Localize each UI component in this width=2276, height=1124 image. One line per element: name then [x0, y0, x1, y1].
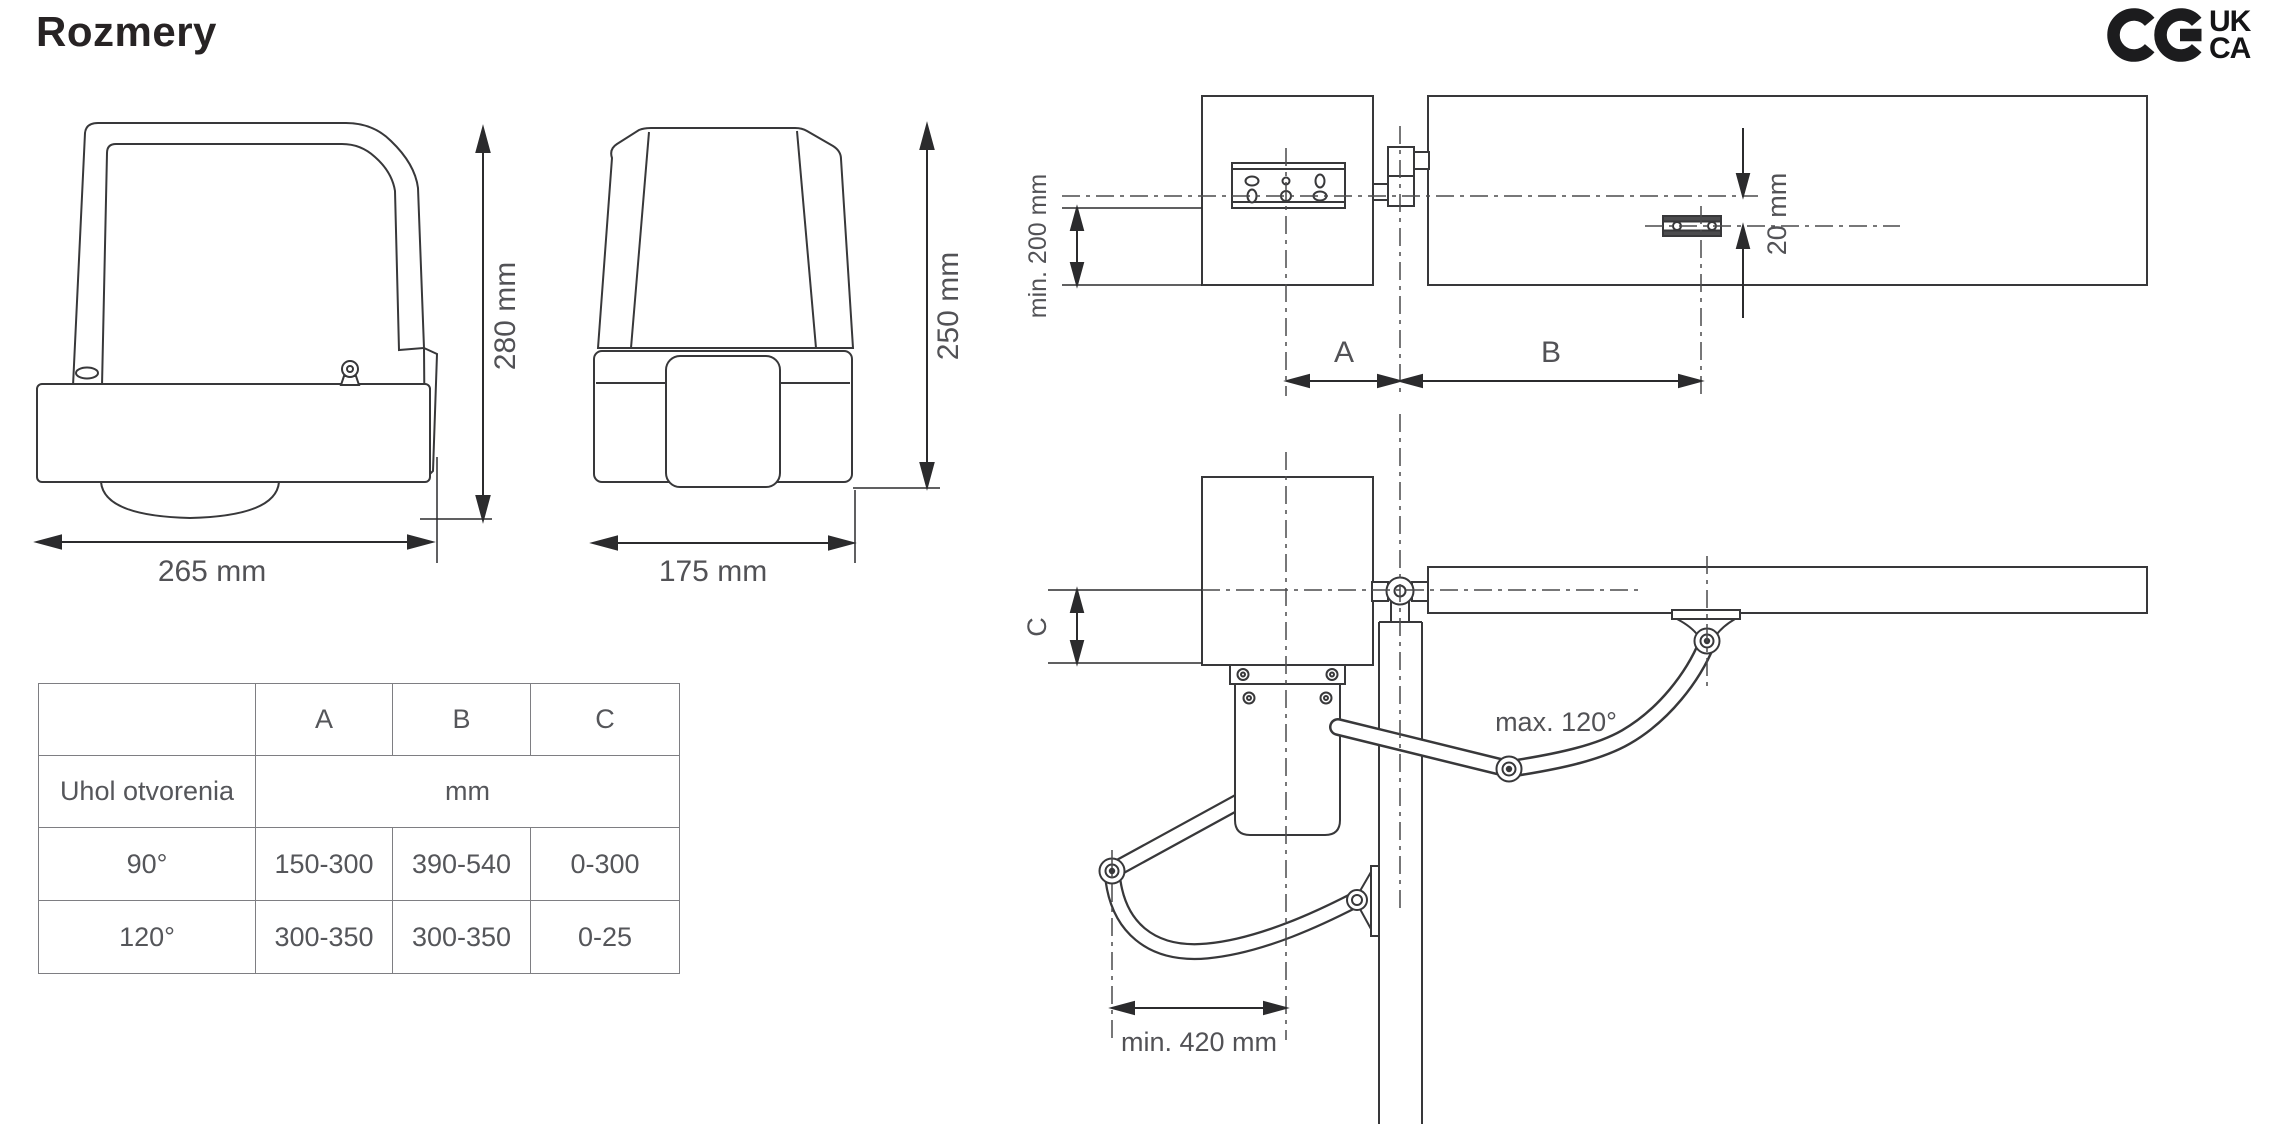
opening-angle-table: A B C Uhol otvorenia mm 90° 150-300 390-…	[38, 683, 680, 974]
value-cell: 150-300	[255, 827, 393, 901]
page-title: Rozmery	[36, 8, 217, 55]
gate-leaf-top-view	[1427, 95, 2148, 286]
gate-bracket-offset-label: 20 mm	[1762, 173, 1792, 256]
arm-open-position	[1329, 634, 1716, 778]
front-width-label: 175 mm	[659, 555, 767, 588]
motor-body	[1234, 683, 1341, 836]
front-view-drawing	[593, 127, 855, 488]
table-row: 90° 150-300 390-540 0-300	[38, 827, 680, 901]
front-height-label: 250 mm	[932, 252, 965, 360]
hinge-top-view	[1387, 146, 1415, 177]
cover-shell	[596, 127, 855, 349]
table-unit-row: Uhol otvorenia mm	[38, 755, 680, 828]
side-view-dimensions	[33, 124, 492, 563]
body-slab	[36, 383, 431, 483]
value-cell: 390-540	[392, 827, 531, 901]
ukca-line1: UK	[2209, 5, 2251, 38]
ukca-mark: UK CA	[2209, 5, 2251, 65]
dim-b-label: B	[1541, 336, 1561, 369]
installation-top-view	[1201, 95, 2148, 286]
ukca-line2: CA	[2209, 32, 2251, 65]
beam-bracket	[1671, 609, 1741, 620]
release-door	[665, 355, 781, 488]
value-cell: 300-350	[392, 900, 531, 974]
angle-cell: 120°	[38, 900, 256, 974]
motor-unit-elevation	[1229, 664, 1346, 836]
front-view-dimensions	[589, 121, 940, 563]
pillar-elevation	[1201, 476, 1374, 666]
top-view-centerlines	[1062, 126, 1900, 396]
ce-mark-icon	[2107, 8, 2202, 62]
table-unit-cell: mm	[255, 755, 680, 828]
wall-offset-label: min. 200 mm	[1024, 174, 1052, 318]
value-cell: 0-25	[530, 900, 680, 974]
table-header-c: C	[530, 683, 680, 756]
dim-a-label: A	[1334, 336, 1354, 369]
value-cell: 0-300	[530, 827, 680, 901]
side-width-label: 265 mm	[158, 555, 266, 588]
elevation-centerlines	[1111, 414, 1708, 1040]
top-view-dimensions	[1062, 128, 1751, 389]
side-height-label: 280 mm	[489, 262, 522, 370]
max-opening-label: max. 120°	[1495, 707, 1617, 737]
table-header-a: A	[255, 683, 393, 756]
dim-c-label: C	[1022, 617, 1052, 637]
vent-oval	[75, 366, 99, 380]
side-view-drawing	[36, 122, 439, 520]
installation-elevation	[1201, 476, 2148, 1124]
hinge-elevation	[1371, 576, 1429, 623]
elevation-dimensions	[1048, 586, 1290, 1016]
angle-cell: 90°	[38, 827, 256, 901]
value-cell: 300-350	[255, 900, 393, 974]
table-corner-cell	[38, 683, 256, 756]
cover-handle	[71, 122, 426, 387]
table-row-header: Uhol otvorenia	[38, 755, 256, 828]
table-header-b: B	[392, 683, 531, 756]
bottom-dome	[100, 481, 280, 520]
table-header-row: A B C	[38, 683, 680, 756]
table-row: 120° 300-350 300-350 0-25	[38, 900, 680, 974]
arm-clearance-label: min. 420 mm	[1121, 1027, 1277, 1057]
arm-joints	[1098, 627, 1721, 911]
